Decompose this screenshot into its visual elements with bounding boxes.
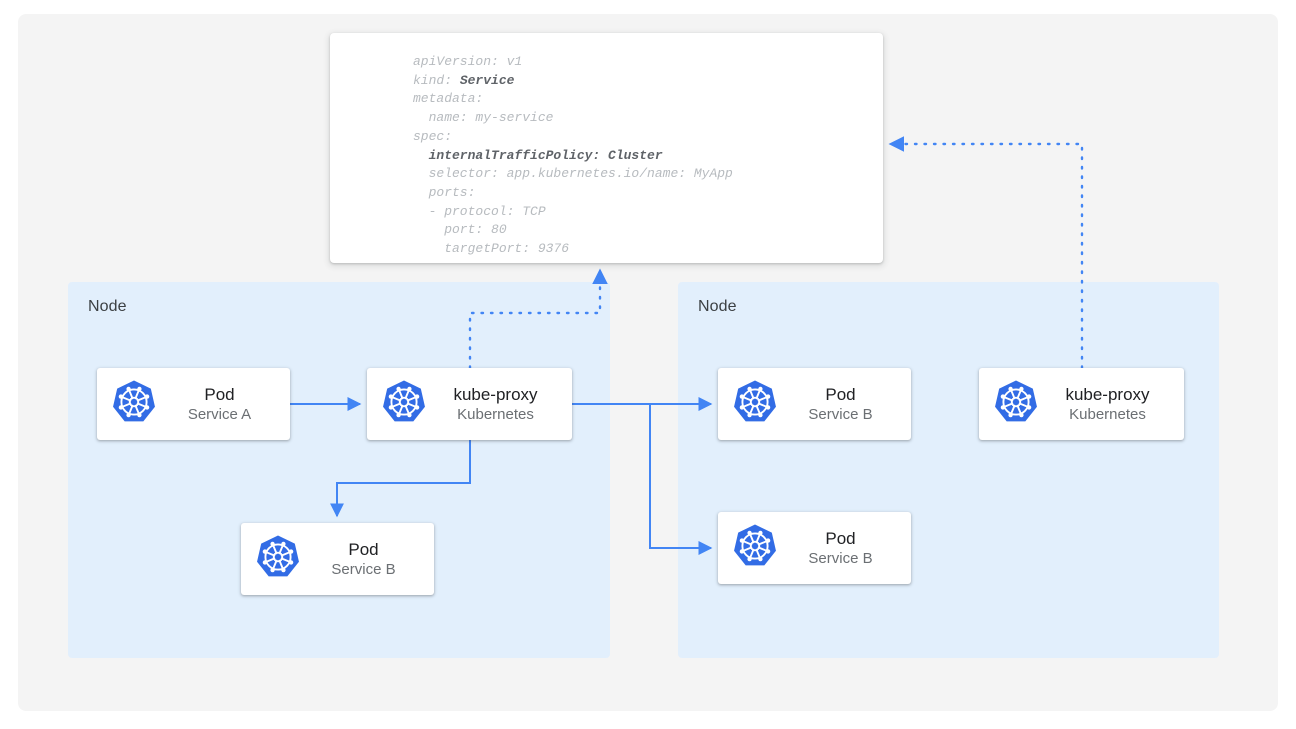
yaml-line-0: apiVersion: v1 [413, 54, 523, 69]
yaml-line-10: targetPort: 9376 [413, 241, 570, 257]
card-pod-service-b-bottom-right[interactable]: Pod Service B [718, 512, 911, 584]
yaml-line-5: internalTrafficPolicy: Cluster [413, 147, 663, 163]
node-label-left: Node [88, 298, 127, 315]
card-subtitle: Kubernetes [457, 405, 534, 423]
kubernetes-icon [993, 379, 1039, 430]
node-panel-left [68, 282, 610, 658]
node-label-right: Node [698, 298, 737, 315]
yaml-line-8: - protocol: TCP [413, 203, 546, 219]
yaml-line-6: selector: app.kubernetes.io/name: MyApp [413, 166, 733, 182]
card-kube-proxy-right[interactable]: kube-proxy Kubernetes [979, 368, 1184, 440]
card-pod-service-b-left[interactable]: Pod Service B [241, 523, 434, 595]
service-manifest-text: apiVersion: v1 kind: Service metadata: n… [330, 33, 883, 259]
yaml-line-9: port: 80 [413, 222, 507, 238]
card-subtitle: Service B [331, 560, 396, 578]
card-title: Pod [825, 528, 856, 548]
yaml-line-2: metadata: [413, 91, 484, 107]
kubernetes-icon [732, 523, 778, 574]
kubernetes-icon [111, 379, 157, 430]
kubernetes-icon [255, 534, 301, 585]
card-subtitle: Service B [808, 549, 873, 567]
card-title: Pod [825, 384, 856, 404]
card-kube-proxy-left[interactable]: kube-proxy Kubernetes [367, 368, 572, 440]
card-subtitle: Kubernetes [1069, 405, 1146, 423]
yaml-line-4: spec: [413, 128, 453, 144]
card-title: kube-proxy [453, 384, 538, 404]
kubernetes-icon [732, 379, 778, 430]
yaml-line-1-key: kind: [413, 72, 460, 88]
card-subtitle: Service B [808, 405, 873, 423]
card-title: Pod [348, 539, 379, 559]
yaml-line-7: ports: [413, 184, 476, 200]
card-subtitle: Service A [187, 405, 252, 423]
card-title: Pod [204, 384, 235, 404]
node-panel-right [678, 282, 1219, 658]
service-manifest-card: apiVersion: v1 kind: Service metadata: n… [330, 33, 883, 263]
yaml-line-1-value: Service [459, 72, 515, 88]
kubernetes-icon [381, 379, 427, 430]
yaml-line-3: name: my-service [413, 110, 554, 126]
card-title: kube-proxy [1065, 384, 1150, 404]
card-pod-service-a[interactable]: Pod Service A [97, 368, 290, 440]
card-pod-service-b-top-right[interactable]: Pod Service B [718, 368, 911, 440]
